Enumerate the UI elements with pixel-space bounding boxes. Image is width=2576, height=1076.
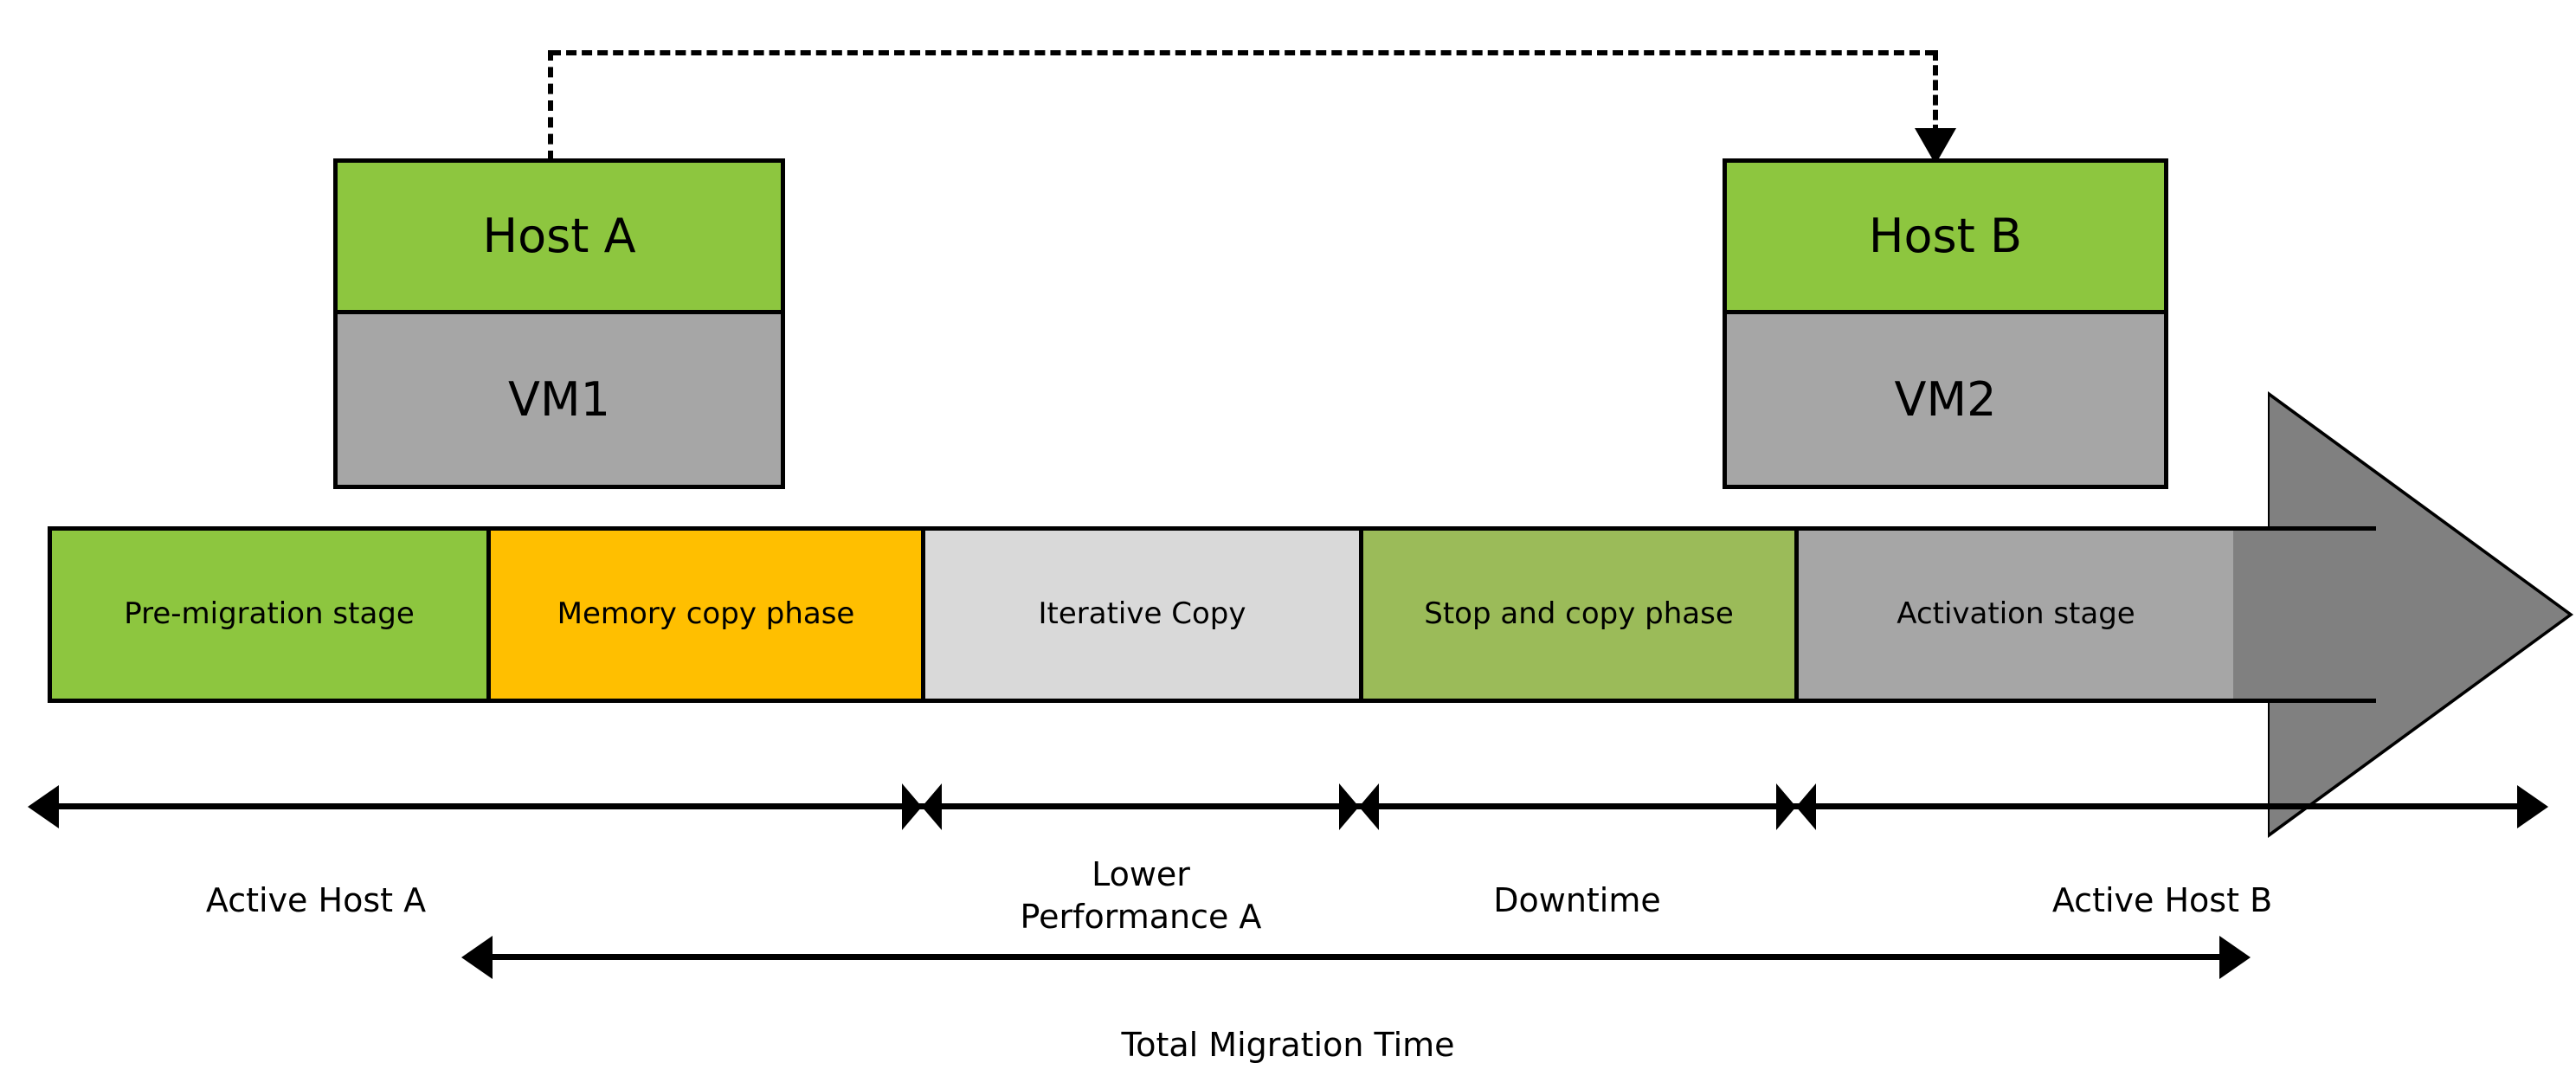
migration-arrow-vertical-right [1933, 50, 1938, 135]
timeline-tick-left-wedge [1776, 783, 1796, 830]
host-b-vm-label: VM2 [1727, 314, 2164, 485]
total-migration-axis [487, 954, 2233, 960]
timeline-tick-right-wedge [922, 783, 942, 830]
timeline-arrow-right-icon [2517, 785, 2548, 828]
stage-segment: Activation stage [1799, 531, 2233, 699]
timeline-phase-label: Active Host B [2051, 881, 2273, 919]
stage-bar-tail [2225, 526, 2376, 703]
stage-segment: Stop and copy phase [1363, 531, 1799, 699]
timeline-tick-left-wedge [1339, 783, 1359, 830]
timeline-phase-label: Downtime [1493, 881, 1661, 919]
total-migration-arrow-right-icon [2219, 936, 2251, 979]
migration-arrow-vertical-left [548, 50, 553, 161]
timeline-phase-label: Active Host A [205, 881, 427, 919]
stage-segment: Pre-migration stage [52, 531, 491, 699]
host-b-label: Host B [1727, 163, 2164, 314]
total-migration-time-label: Total Migration Time [1121, 1026, 1455, 1064]
host-a-box: Host A VM1 [333, 158, 785, 489]
timeline-axis [54, 803, 2531, 809]
stage-segment: Memory copy phase [491, 531, 925, 699]
timeline-tick-icon [1776, 783, 1816, 830]
host-a-label: Host A [338, 163, 781, 314]
timeline-tick-icon [1339, 783, 1379, 830]
timeline-tick-icon [902, 783, 942, 830]
stage-segment: Iterative Copy [925, 531, 1363, 699]
migration-arrow-horizontal [551, 50, 1935, 55]
timeline-tick-left-wedge [902, 783, 922, 830]
host-a-vm-label: VM1 [338, 314, 781, 485]
host-b-box: Host B VM2 [1723, 158, 2168, 489]
timeline-tick-right-wedge [1359, 783, 1379, 830]
timeline-tick-right-wedge [1796, 783, 1816, 830]
